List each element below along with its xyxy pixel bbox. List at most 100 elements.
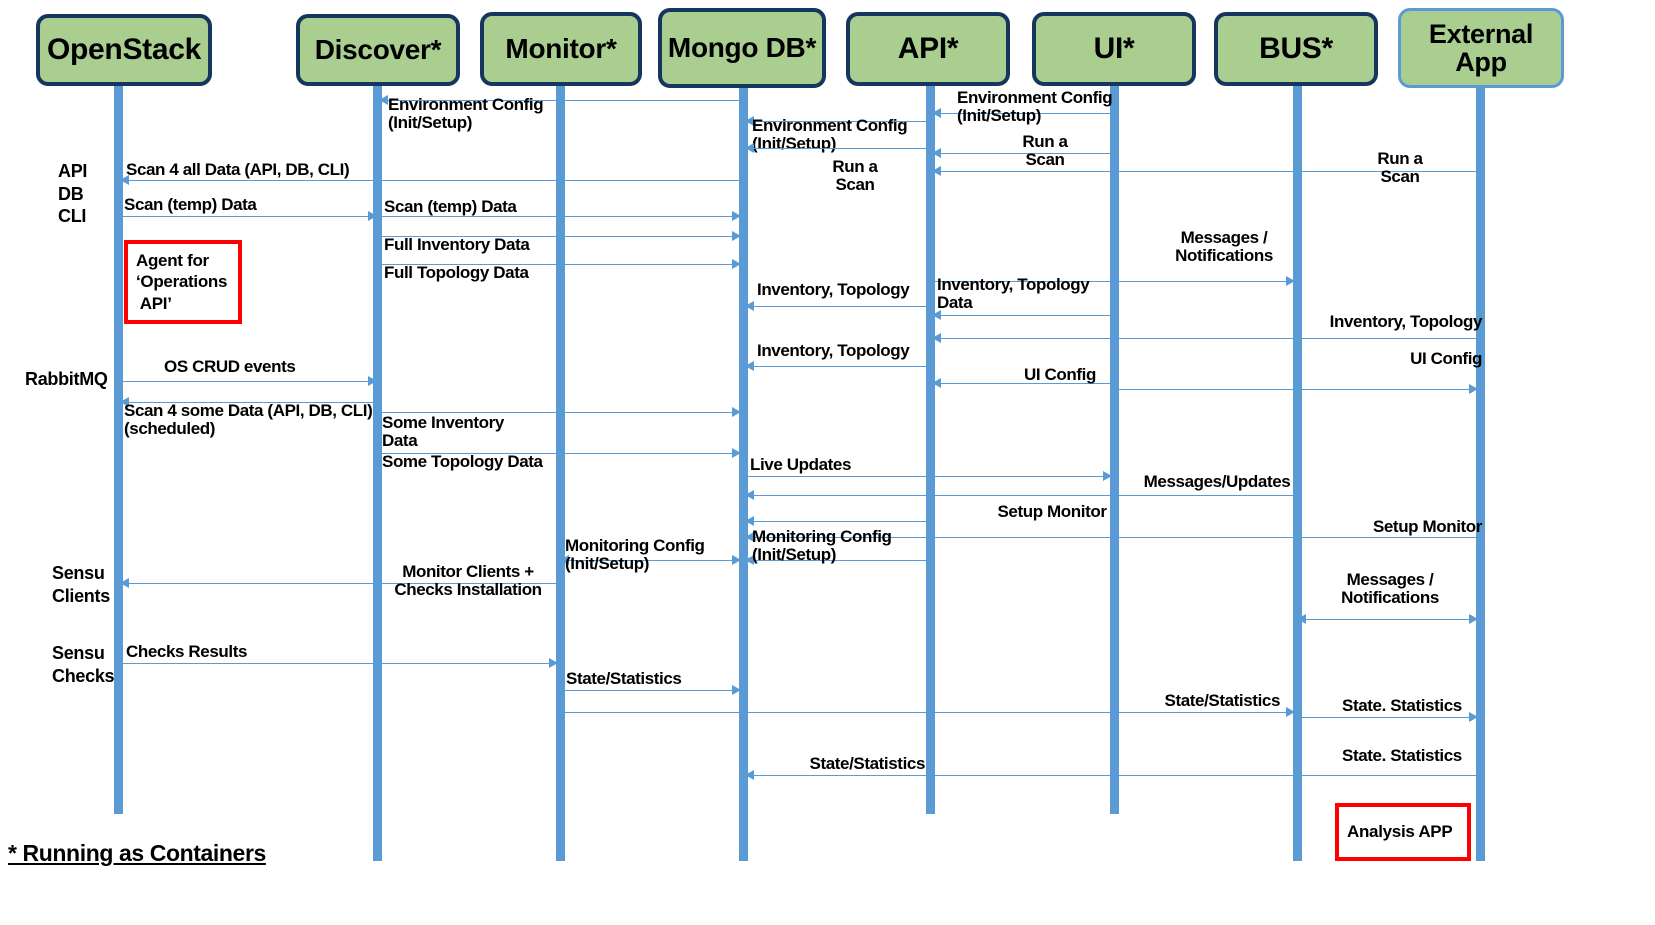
message-line-m03 [932, 113, 1112, 114]
participant-label: UI* [1093, 32, 1135, 66]
message-line-m14 [932, 315, 1112, 316]
lifeline-ui [1110, 86, 1119, 814]
message-label-m08: Scan (temp) Data [124, 195, 257, 214]
arrowhead-m26 [745, 532, 754, 542]
participant-label: Monitor* [505, 33, 617, 65]
message-line-m05 [932, 171, 1478, 172]
message-line-m22 [382, 453, 739, 454]
message-label-m17: UI Config [1024, 365, 1096, 384]
arrowhead-m34 [745, 770, 754, 780]
arrowhead-m03 [932, 108, 941, 118]
arrowhead-m33 [1469, 712, 1478, 722]
participant-bus[interactable]: BUS* [1214, 12, 1378, 86]
participant-discover[interactable]: Discover* [296, 14, 460, 86]
arrowhead-m32 [1286, 707, 1295, 717]
message-label-m32: State/Statistics [1164, 691, 1281, 710]
participant-ui[interactable]: UI* [1032, 12, 1196, 86]
message-label-m07: Scan 4 all Data (API, DB, CLI) [126, 160, 350, 179]
message-line-m01 [379, 100, 741, 101]
message-line-m17 [932, 383, 1112, 384]
message-label-m18: UI Config [1410, 349, 1482, 368]
arrowhead-m27-left [560, 555, 569, 565]
arrowhead-m27-right [732, 555, 741, 565]
arrowhead-m04 [932, 148, 941, 158]
participant-external-app[interactable]: External App [1398, 8, 1564, 88]
message-line-m27b [745, 560, 928, 561]
message-label-m10: Full Inventory Data [384, 235, 530, 254]
arrowhead-m07 [120, 175, 129, 185]
lifeline-discover [373, 86, 382, 861]
arrowhead-m30 [549, 658, 558, 668]
arrowhead-m27b [745, 555, 754, 565]
message-label-m26: Setup Monitor [1372, 517, 1482, 536]
message-label-m04: Run a Scan [1022, 132, 1068, 170]
axis-label-rabbitmq: RabbitMQ [25, 369, 108, 389]
message-line-m27 [562, 560, 739, 561]
callout-text: Analysis APP [1347, 822, 1453, 842]
message-line-m24 [745, 495, 1293, 496]
arrowhead-m06 [745, 143, 754, 153]
participant-openstack[interactable]: OpenStack [36, 14, 212, 86]
message-line-m13 [745, 306, 928, 307]
participant-monitor[interactable]: Monitor* [480, 12, 642, 86]
message-line-m12 [932, 281, 1293, 282]
participant-mongodb[interactable]: Mongo DB* [658, 8, 826, 88]
arrowhead-m21 [732, 407, 741, 417]
message-line-m18 [1116, 389, 1478, 390]
arrowhead-m01 [379, 95, 388, 105]
arrowhead-m13 [745, 301, 754, 311]
arrowhead-m10 [732, 231, 741, 241]
message-label-m03: Environment Config (Init/Setup) [957, 88, 1113, 126]
arrowhead-m22 [732, 448, 741, 458]
message-label-m21: Some Inventory Data [382, 413, 504, 451]
message-label-m25: Setup Monitor [997, 502, 1107, 521]
message-label-m23: Live Updates [750, 455, 852, 474]
lifeline-openstack [114, 86, 123, 814]
arrowhead-m24 [745, 490, 754, 500]
message-line-m23 [748, 476, 1112, 477]
lifeline-api [926, 86, 935, 814]
message-label-m30: Checks Results [126, 642, 248, 661]
message-label-m29: Messages / Notifications [1341, 570, 1439, 608]
message-line-m10 [382, 236, 739, 237]
message-line-m21 [382, 412, 739, 413]
arrowhead-m29-right [1469, 614, 1478, 624]
arrowhead-m02 [745, 116, 754, 126]
message-line-m15 [932, 338, 1478, 339]
message-label-m33: State. Statistics [1342, 696, 1462, 715]
axis-label-api-db-cli: API DB CLI [58, 161, 88, 226]
message-line-m30 [122, 663, 556, 664]
arrowhead-m19 [368, 376, 377, 386]
arrowhead-m15 [932, 333, 941, 343]
message-label-m15: Inventory, Topology [1329, 312, 1483, 331]
message-label-m14: Inventory, Topology Data [937, 275, 1090, 313]
arrowhead-m17 [932, 378, 941, 388]
participant-label: External App [1428, 18, 1534, 77]
message-line-m29 [1299, 619, 1476, 620]
message-label-m13: Inventory, Topology [757, 280, 910, 299]
callout-text: Agent for ‘Operations API’ [136, 251, 228, 313]
message-line-m04 [932, 153, 1112, 154]
message-label-m11: Full Topology Data [384, 263, 529, 282]
participant-label: Mongo DB* [667, 32, 817, 64]
lifeline-extapp [1476, 88, 1485, 861]
participant-api[interactable]: API* [846, 12, 1010, 86]
callout-analysis-app: Analysis APP [1335, 803, 1471, 861]
message-label-m01: Environment Config (Init/Setup) [388, 95, 544, 133]
footnote-running-as-containers: * Running as Containers [8, 840, 266, 866]
message-label-m20: Scan 4 some Data (API, DB, CLI) (schedul… [124, 401, 373, 439]
message-label-m28: Monitor Clients + Checks Installation [394, 562, 542, 600]
message-line-m33 [1299, 717, 1478, 718]
message-line-m02 [745, 121, 928, 122]
lifeline-monitor [556, 86, 565, 861]
message-label-m24: Messages/Updates [1143, 472, 1291, 491]
message-line-m09 [382, 216, 739, 217]
message-label-m16: Inventory, Topology [757, 341, 910, 360]
message-label-m27: Monitoring Config (Init/Setup) [565, 536, 705, 574]
arrowhead-m05 [932, 166, 941, 176]
lifeline-mongodb [739, 88, 748, 861]
arrowhead-m08 [368, 211, 377, 221]
arrowhead-m16 [745, 361, 754, 371]
arrowhead-m12 [1286, 276, 1295, 286]
message-label-m35: State/Statistics [809, 754, 926, 773]
